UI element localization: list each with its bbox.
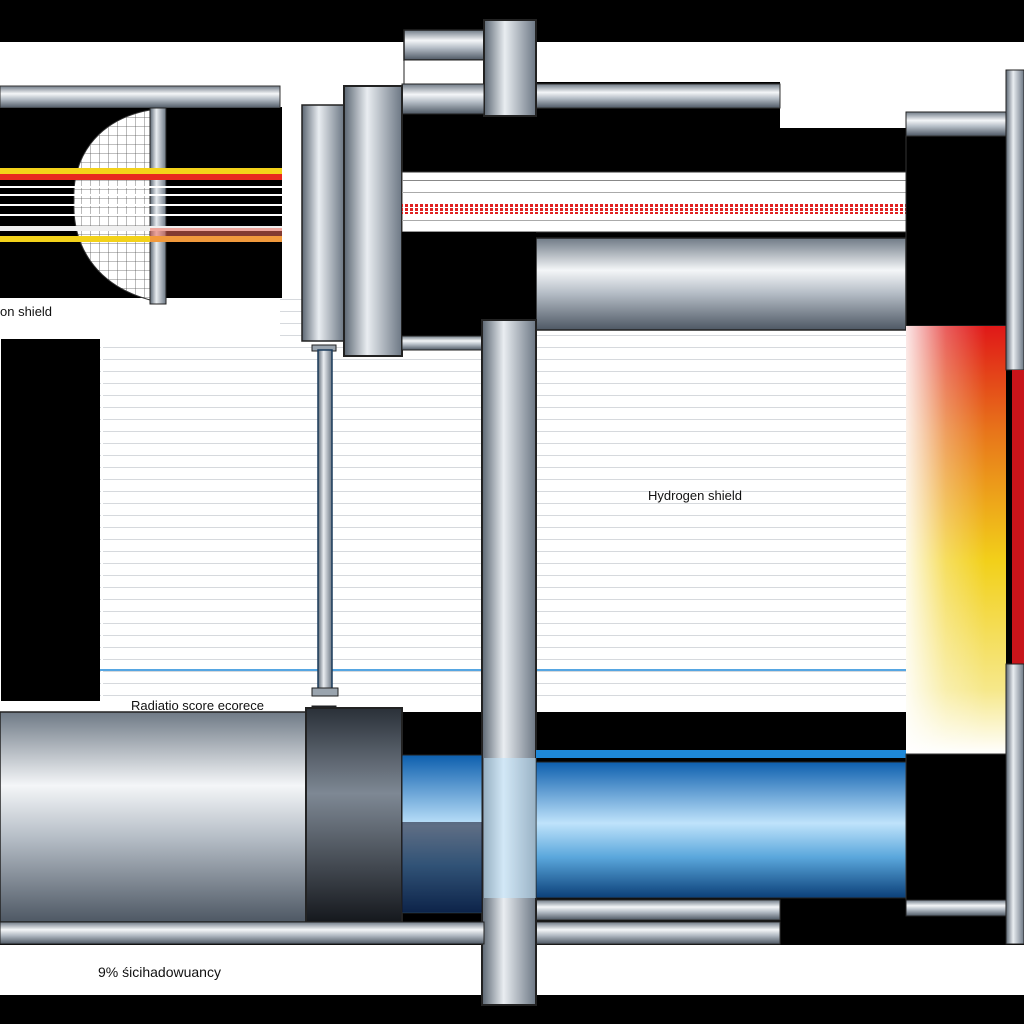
beam-yellow-top <box>0 168 345 176</box>
bottom-right-rail-2 <box>529 921 781 945</box>
housing-dark-lower <box>402 232 484 336</box>
right-upper-block <box>905 135 1007 327</box>
beam-collar <box>301 104 345 342</box>
blue-cylinder-shadow <box>402 822 482 912</box>
beam-white-1 <box>0 186 345 188</box>
tube-line-2 <box>402 192 906 193</box>
large-grey-cylinder <box>0 711 307 923</box>
heat-fade <box>906 326 986 754</box>
blue-cylinder-right <box>535 761 907 899</box>
right-bottom-plate <box>905 899 1007 917</box>
grey-cylinder <box>535 237 907 331</box>
ion-shield-label: on shield <box>0 304 53 319</box>
left-black-block <box>0 338 100 702</box>
vertical-rod <box>317 349 333 691</box>
beam-white-4 <box>0 214 345 216</box>
label-strip-left <box>0 298 280 338</box>
beam-white-3 <box>0 204 345 206</box>
tube-line-1 <box>402 180 906 181</box>
right-lower-block <box>905 753 1007 901</box>
tube-line-3 <box>402 220 906 221</box>
top-right-rail <box>535 83 781 109</box>
right-edge-red <box>1012 370 1024 664</box>
right-top-plate <box>905 111 1007 137</box>
pillar-gap <box>484 232 536 320</box>
cylinder-end-cap <box>305 707 403 923</box>
top-left-rail <box>0 85 281 109</box>
tube-dotted-beam <box>402 204 906 214</box>
housing-cap <box>403 29 485 61</box>
housing-foot <box>401 335 485 351</box>
hydrogen-shield-label: Hydrogen shield <box>648 488 742 503</box>
housing-cap-base <box>403 59 485 85</box>
pillar-blue-glow <box>484 758 536 898</box>
beam-white-2 <box>0 194 345 196</box>
main-collar <box>343 85 403 357</box>
central-pillar <box>481 319 537 1006</box>
base-plate <box>0 921 485 945</box>
housing-neck <box>401 83 485 115</box>
right-edge-rail-top <box>1005 69 1024 371</box>
percentage-label: 9% śicihadowuancy <box>98 964 221 980</box>
rod-bottom-cap <box>311 687 339 697</box>
bottom-right-rail <box>529 899 781 921</box>
beam-red-top <box>0 174 345 180</box>
radiation-source-label: Radiatio score ecorece <box>131 698 264 713</box>
beam-tube <box>401 171 907 233</box>
housing-left-white <box>282 108 302 298</box>
upper-flange <box>483 19 537 117</box>
coolant-stripe <box>536 750 906 758</box>
right-edge-rail-bottom <box>1005 663 1024 945</box>
